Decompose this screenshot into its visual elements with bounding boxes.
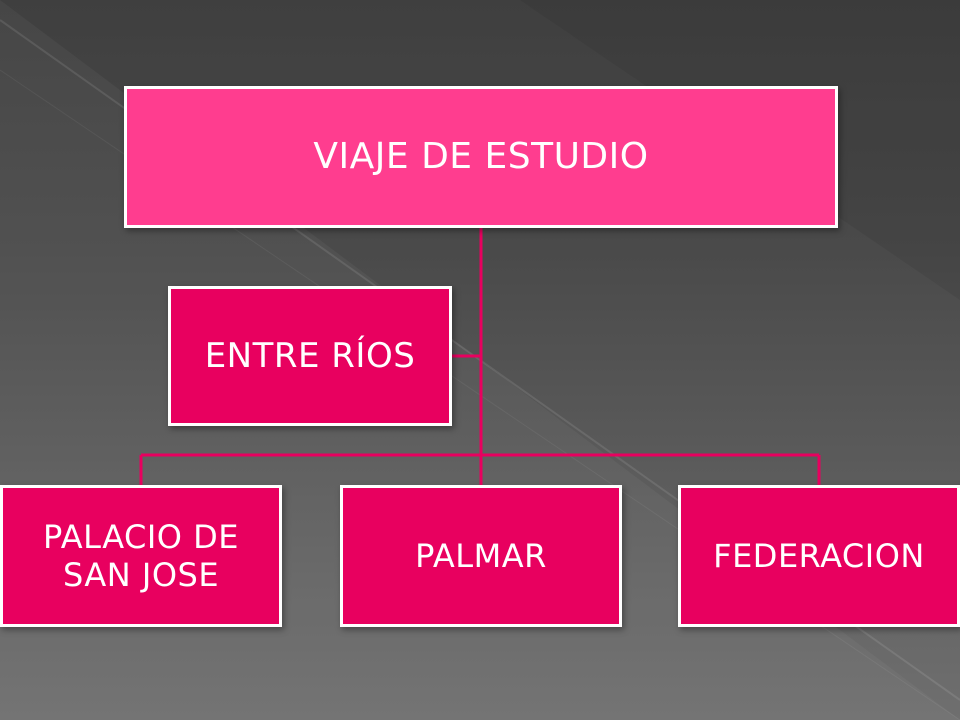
node-assistant-entre-rios: ENTRE RÍOS [168,286,452,426]
node-child-palmar: PALMAR [340,485,622,627]
node-root-label: VIAJE DE ESTUDIO [313,136,649,178]
node-assistant-label: ENTRE RÍOS [204,335,416,376]
node-child-label: FEDERACION [713,536,925,575]
node-child-palacio-de-san-jose: PALACIO DE SAN JOSE [0,485,282,627]
node-child-label: PALACIO DE SAN JOSE [42,517,240,594]
node-child-federacion: FEDERACION [678,485,960,627]
node-root-viaje-de-estudio: VIAJE DE ESTUDIO [124,86,838,228]
node-child-label: PALMAR [415,536,547,575]
